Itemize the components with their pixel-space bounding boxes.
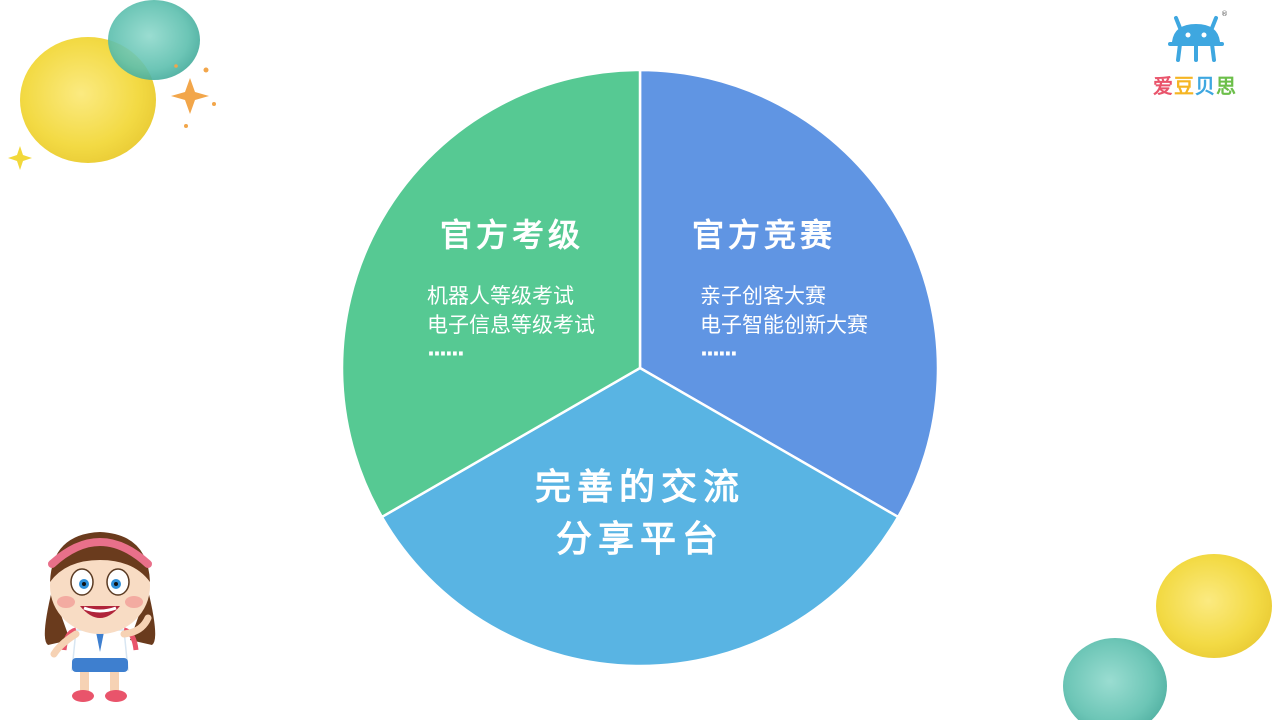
- brand-name: 爱豆贝思: [1140, 70, 1250, 99]
- cartoon-girl-icon: [44, 532, 156, 702]
- brand-letter: 爱: [1153, 74, 1174, 98]
- watercolor-dot-icon: [1156, 554, 1272, 658]
- section-items-exam: 机器人等级考试 电子信息等级考试 ······: [427, 282, 595, 369]
- robot-logo-icon: [1168, 16, 1224, 62]
- section-title-competition: 官方竞赛: [692, 216, 837, 254]
- section-items-competition: 亲子创客大赛 电子智能创新大赛 ······: [700, 282, 868, 369]
- pie-slice-exam: [340, 68, 642, 519]
- section-item: ······: [700, 342, 738, 366]
- watercolor-dot-icon: [108, 0, 200, 80]
- brand-logo: ® 爱豆贝思: [1140, 8, 1250, 100]
- section-item: 机器人等级考试: [427, 284, 574, 308]
- registered-mark: ®: [1221, 10, 1228, 18]
- sparkle-icon: [8, 146, 32, 170]
- brand-letter: 豆: [1174, 74, 1195, 98]
- watercolor-dot-icon: [1063, 638, 1167, 720]
- sparkle-icon: [171, 64, 216, 128]
- section-item: 电子智能创新大赛: [700, 313, 868, 337]
- section-title-exam: 官方考级: [440, 216, 585, 254]
- section-item: 亲子创客大赛: [700, 284, 826, 308]
- pie-slice-competition: [638, 68, 940, 519]
- section-title-line: 分享平台: [555, 519, 724, 560]
- brand-letter: 贝: [1195, 74, 1216, 98]
- section-item: 电子信息等级考试: [427, 313, 595, 337]
- section-item: ······: [427, 342, 465, 366]
- brand-letter: 思: [1216, 74, 1237, 98]
- section-title-platform: 完善的交流 分享平台: [490, 462, 790, 566]
- section-title-line: 完善的交流: [534, 467, 745, 508]
